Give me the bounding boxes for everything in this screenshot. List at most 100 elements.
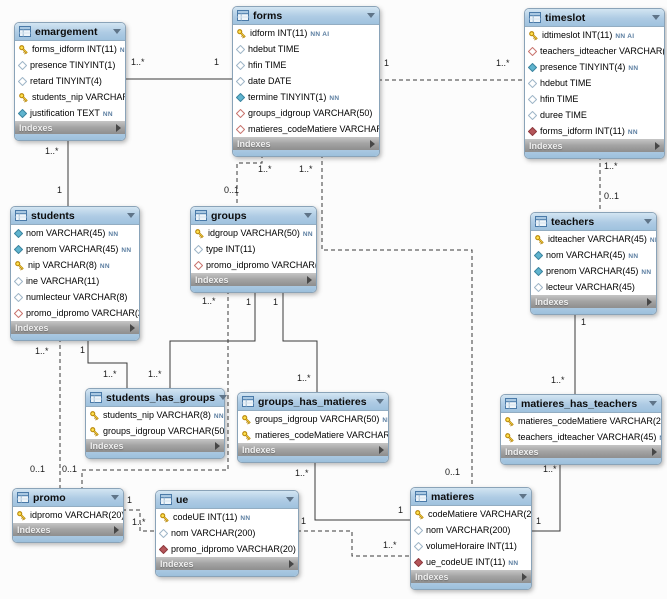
indexes-bar[interactable]: Indexes [233, 137, 379, 150]
column-row[interactable]: forms_idform INT(11)NN [525, 123, 664, 139]
column-row[interactable]: idtimeslot INT(11)NN AI [525, 27, 664, 43]
collapse-arrow-icon[interactable] [219, 395, 228, 400]
expand-arrow-icon[interactable] [370, 139, 375, 148]
collapse-arrow-icon[interactable] [127, 213, 135, 218]
column-row[interactable]: nom VARCHAR(200) [156, 525, 298, 541]
column-row[interactable]: promo_idpromo VARCHAR(20)NN [156, 541, 298, 557]
expand-arrow-icon[interactable] [307, 275, 312, 284]
column-row[interactable]: ine VARCHAR(11) [11, 273, 139, 289]
column-row[interactable]: codeMatiere VARCHAR(20)NN [411, 506, 531, 522]
column-row[interactable]: termine TINYINT(1)NN [233, 89, 379, 105]
column-row[interactable]: nom VARCHAR(45)NN [531, 247, 656, 263]
table-header[interactable]: promo [13, 489, 123, 507]
column-row[interactable]: groups_idgroup VARCHAR(50)NN [86, 423, 224, 439]
table-header[interactable]: groups [191, 207, 316, 225]
collapse-arrow-icon[interactable] [652, 15, 660, 20]
connector-forms-groups[interactable] [236, 154, 263, 206]
column-row[interactable]: nom VARCHAR(45)NN [11, 225, 139, 241]
column-row[interactable]: prenom VARCHAR(45)NN [11, 241, 139, 257]
table-header[interactable]: matieres_has_teachers [501, 395, 661, 413]
connector-forms-matieres[interactable] [321, 154, 473, 487]
column-row[interactable]: groups_idgroup VARCHAR(50) [233, 105, 379, 121]
table-header[interactable]: teachers [531, 213, 656, 231]
column-row[interactable]: matieres_codeMatiere VARCHAR(20)NN [501, 413, 661, 429]
collapse-arrow-icon[interactable] [286, 497, 294, 502]
table-header[interactable]: matieres [411, 488, 531, 506]
table-header[interactable]: groups_has_matieres [238, 393, 388, 411]
column-row[interactable]: hdebut TIME [233, 41, 379, 57]
column-row[interactable]: promo_idpromo VARCHAR(20) [11, 305, 139, 321]
column-row[interactable]: students_nip VARCHAR(8)NN [86, 407, 224, 423]
expand-arrow-icon[interactable] [379, 445, 384, 454]
indexes-bar[interactable]: Indexes [411, 570, 531, 583]
indexes-bar[interactable]: Indexes [531, 295, 656, 308]
table-header[interactable]: forms [233, 7, 379, 25]
collapse-arrow-icon[interactable] [649, 401, 657, 406]
table-header[interactable]: ue [156, 491, 298, 509]
column-row[interactable]: nip VARCHAR(8)NN [11, 257, 139, 273]
column-row[interactable]: idgroup VARCHAR(50)NN [191, 225, 316, 241]
column-row[interactable]: retard TINYINT(4) [15, 73, 125, 89]
collapse-arrow-icon[interactable] [376, 399, 384, 404]
connector-promo-ue[interactable] [122, 509, 155, 532]
column-row[interactable]: promo_idpromo VARCHAR(20) [191, 257, 316, 273]
column-row[interactable]: teachers_idteacher VARCHAR(45)NN [501, 429, 661, 445]
connector-groups_has_matieres-matieres[interactable] [314, 460, 410, 521]
column-row[interactable]: presence TINYINT(1) [15, 57, 125, 73]
column-row[interactable]: hfin TIME [233, 57, 379, 73]
table-header[interactable]: emargement [15, 23, 125, 41]
indexes-bar[interactable]: Indexes [13, 523, 123, 536]
connector-students-students_has_groups[interactable] [87, 338, 128, 388]
indexes-bar[interactable]: Indexes [156, 557, 298, 570]
column-row[interactable]: idpromo VARCHAR(20)NN [13, 507, 123, 523]
column-row[interactable]: nom VARCHAR(200) [411, 522, 531, 538]
column-row[interactable]: idform INT(11)NN AI [233, 25, 379, 41]
collapse-arrow-icon[interactable] [111, 495, 119, 500]
indexes-bar[interactable]: Indexes [11, 321, 139, 334]
expand-arrow-icon[interactable] [215, 441, 220, 450]
expand-arrow-icon[interactable] [114, 525, 119, 534]
indexes-bar[interactable]: Indexes [525, 139, 664, 152]
expand-arrow-icon[interactable] [652, 447, 657, 456]
column-row[interactable]: forms_idform INT(11)NN [15, 41, 125, 57]
column-row[interactable]: lecteur VARCHAR(45) [531, 279, 656, 295]
indexes-bar[interactable]: Indexes [501, 445, 661, 458]
column-row[interactable]: ue_codeUE INT(11)NN [411, 554, 531, 570]
table-header[interactable]: students_has_groups [86, 389, 228, 407]
indexes-bar[interactable]: Indexes [86, 439, 224, 452]
indexes-bar[interactable]: Indexes [15, 121, 125, 134]
expand-arrow-icon[interactable] [116, 123, 121, 132]
column-row[interactable]: codeUE INT(11)NN [156, 509, 298, 525]
column-row[interactable]: teachers_idteacher VARCHAR(45) [525, 43, 664, 59]
collapse-arrow-icon[interactable] [367, 13, 375, 18]
collapse-arrow-icon[interactable] [644, 219, 652, 224]
collapse-arrow-icon[interactable] [304, 213, 312, 218]
column-row[interactable]: matieres_codeMatiere VARCHAR(20)NN [238, 427, 388, 443]
column-row[interactable]: presence TINYINT(4)NN [525, 59, 664, 75]
expand-arrow-icon[interactable] [130, 323, 135, 332]
connector-matieres-matieres_has_teachers[interactable] [530, 462, 561, 532]
column-row[interactable]: prenom VARCHAR(45)NN [531, 263, 656, 279]
expand-arrow-icon[interactable] [655, 141, 660, 150]
expand-arrow-icon[interactable] [647, 297, 652, 306]
table-header[interactable]: timeslot [525, 9, 664, 27]
collapse-arrow-icon[interactable] [519, 494, 527, 499]
table-header[interactable]: students [11, 207, 139, 225]
column-row[interactable]: hdebut TIME [525, 75, 664, 91]
connector-groups-students_has_groups[interactable] [169, 290, 256, 388]
column-row[interactable]: students_nip VARCHAR(8)NN [15, 89, 125, 105]
column-row[interactable]: numlecteur VARCHAR(8) [11, 289, 139, 305]
connector-groups-promo[interactable] [81, 290, 229, 488]
